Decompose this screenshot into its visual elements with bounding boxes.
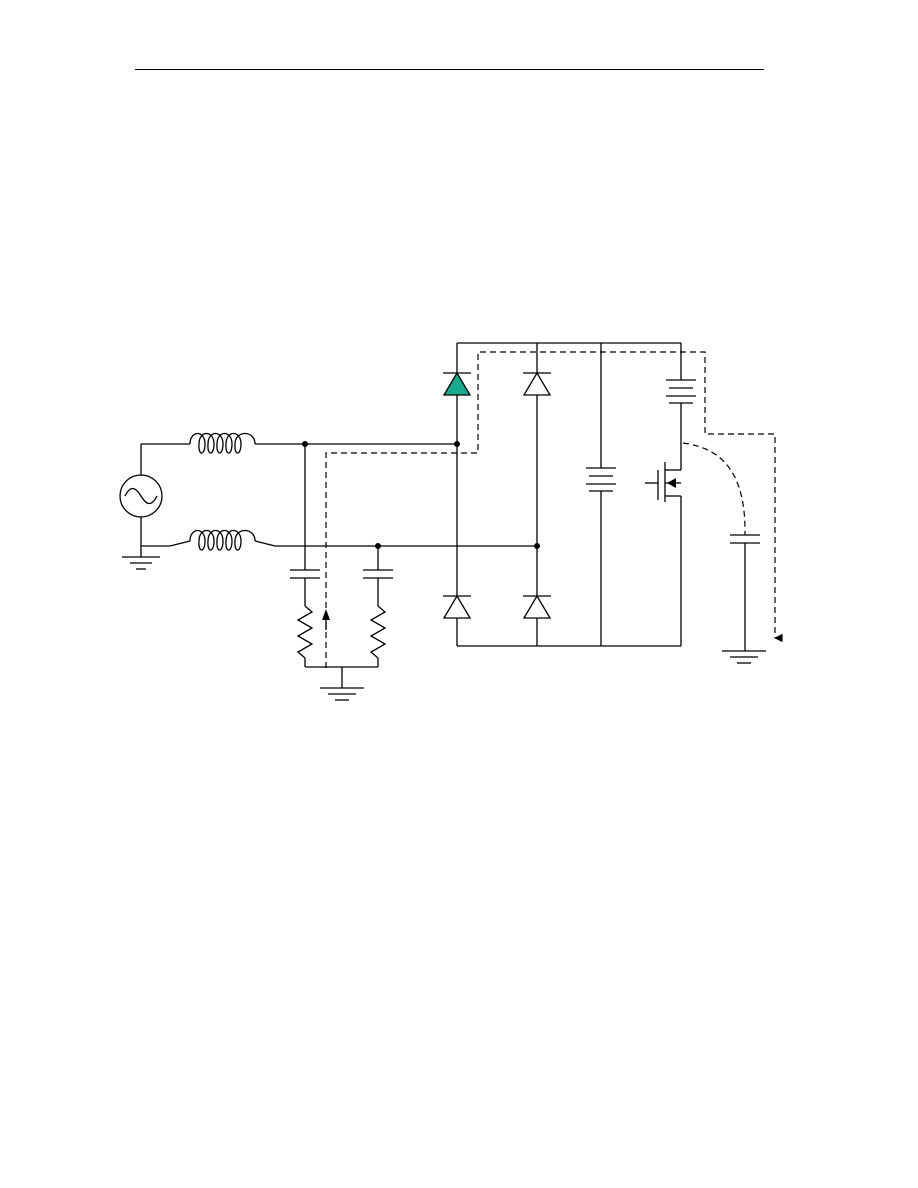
ac-source-icon [119,444,163,546]
junction-dot [302,441,308,447]
noise-path-parasitic [682,442,746,536]
ground-rc-icon [320,687,364,701]
ground-source-icon [122,546,160,570]
diode-top-left-icon [442,371,472,396]
junction-dot [375,543,381,549]
junction-dot [454,441,460,447]
wire-inductor-bend-2 [254,540,276,547]
wire-inductor-bend [169,540,191,547]
diode-top-right-icon [522,371,552,396]
resistor-left-icon [296,605,314,659]
inductor-top-icon [189,432,256,454]
capacitor-left-icon [290,569,320,579]
bulk-capacitor-icon [586,467,616,492]
capacitor-middle-icon [363,569,393,579]
up-arrow-icon [322,609,330,620]
parasitic-capacitor-icon [730,534,760,544]
inductor-bottom-icon [189,529,256,551]
noise-path-return [325,351,783,668]
ground-right-icon [722,650,766,664]
diode-bottom-right-icon [522,594,552,619]
header-rule [135,69,764,70]
diode-bottom-left-icon [442,594,472,619]
junction-dot [534,543,540,549]
mosfet-icon [645,462,681,502]
resistor-middle-icon [369,605,387,659]
capacitor-top-right-icon [666,379,696,404]
